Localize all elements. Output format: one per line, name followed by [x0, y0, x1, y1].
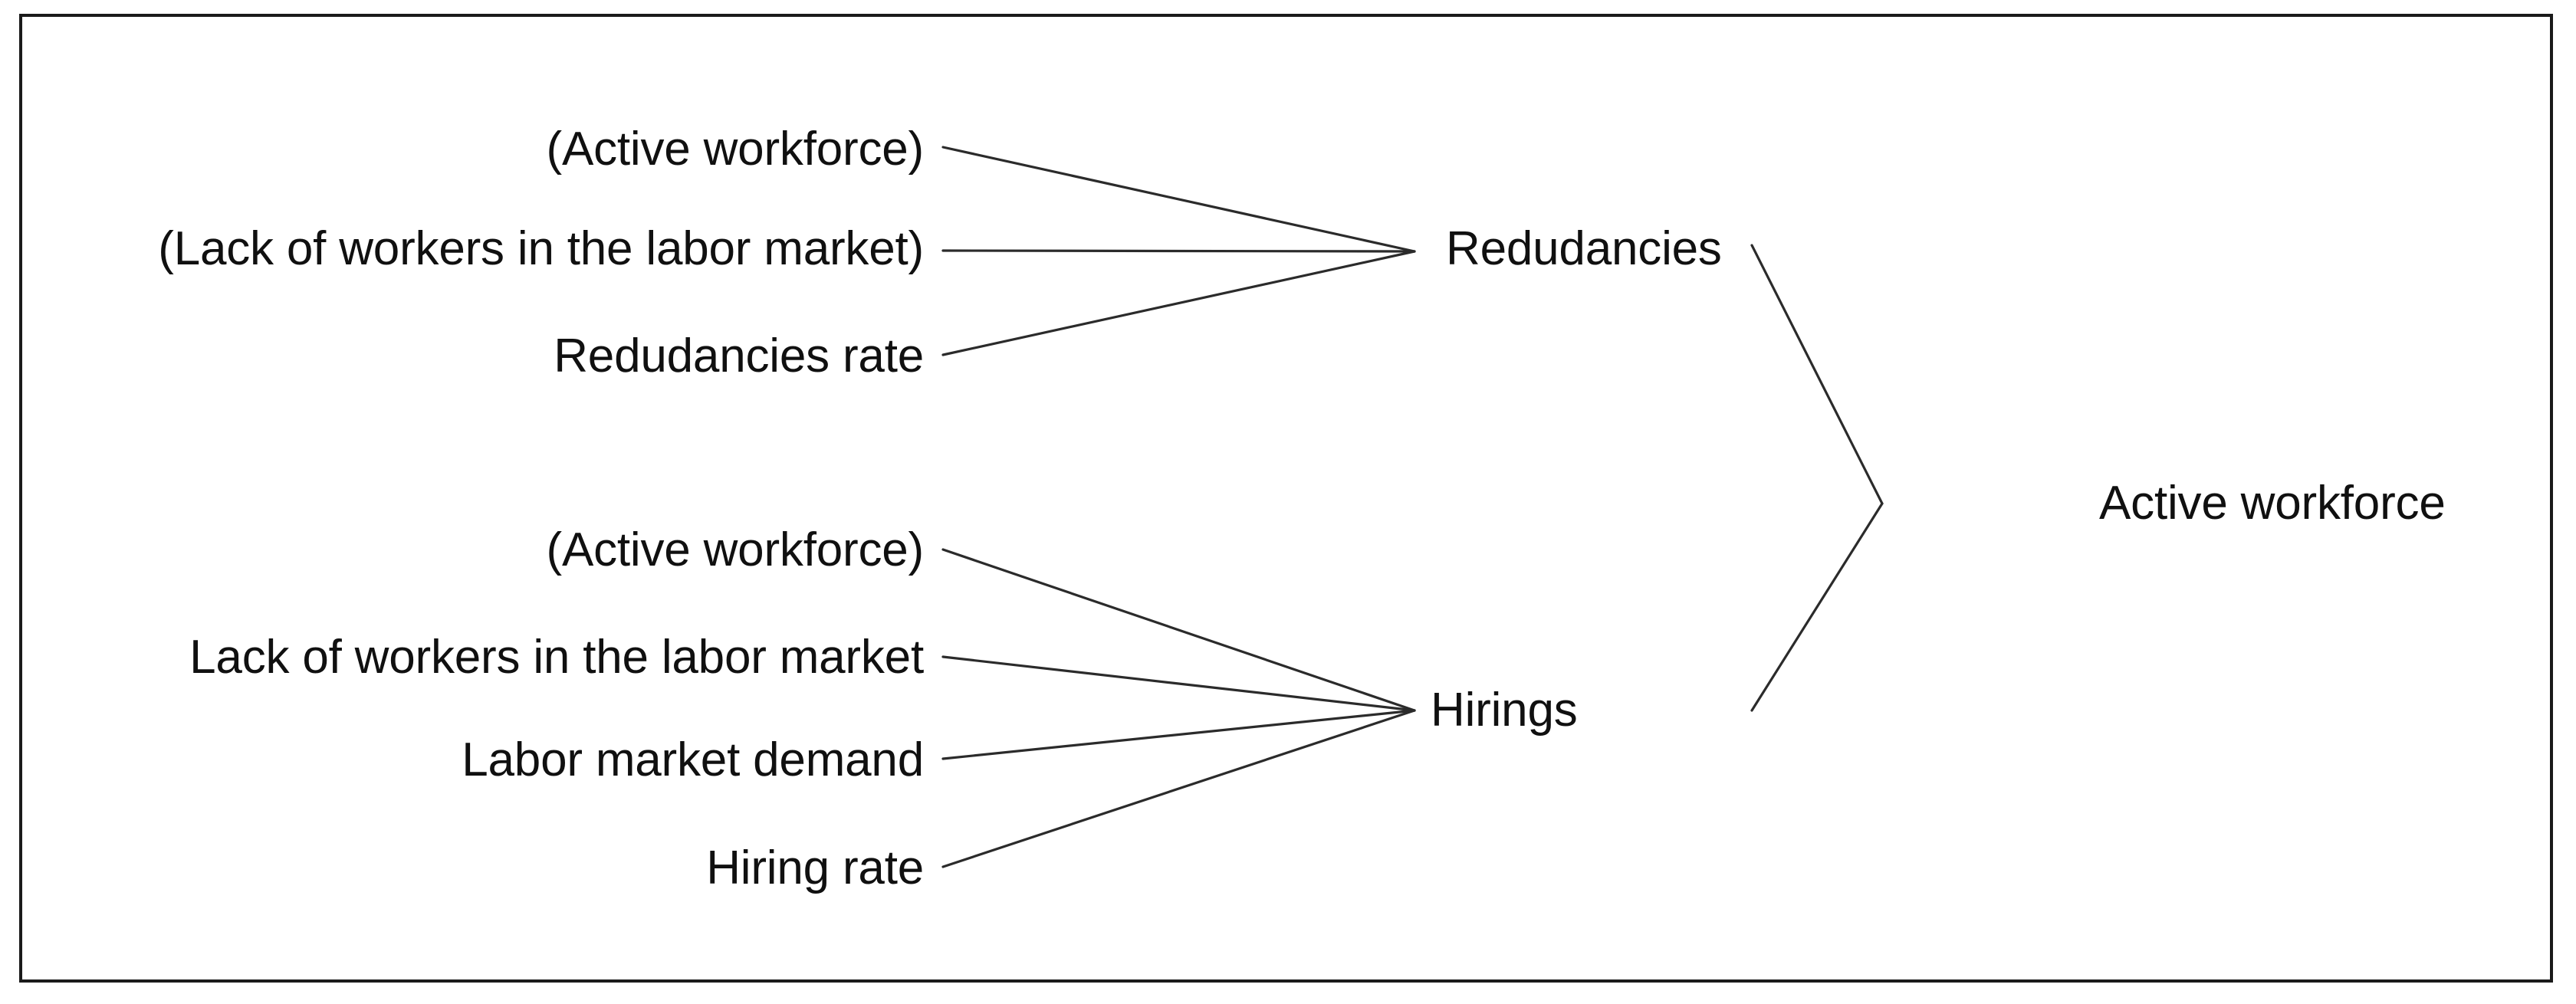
- node-label-redundancies: Redudancies: [1446, 222, 1722, 275]
- node-label-redundancies-input-redundancies-rate: Redudancies rate: [554, 330, 924, 382]
- node-label-redundancies-input-active-workforce: (Active workforce): [546, 123, 925, 176]
- node-label-redundancies-input-lack-of-workers: (Lack of workers in the labor market): [158, 222, 924, 275]
- node-label-hirings-input-labor-market-demand: Labor market demand: [462, 733, 924, 786]
- node-label-hirings: Hirings: [1431, 684, 1578, 737]
- node-label-hirings-input-lack-of-workers: Lack of workers in the labor market: [189, 631, 924, 684]
- node-label-hirings-input-hiring-rate: Hiring rate: [706, 842, 924, 894]
- node-label-hirings-input-active-workforce: (Active workforce): [546, 523, 925, 576]
- node-label-active-workforce-output: Active workforce: [2099, 477, 2446, 530]
